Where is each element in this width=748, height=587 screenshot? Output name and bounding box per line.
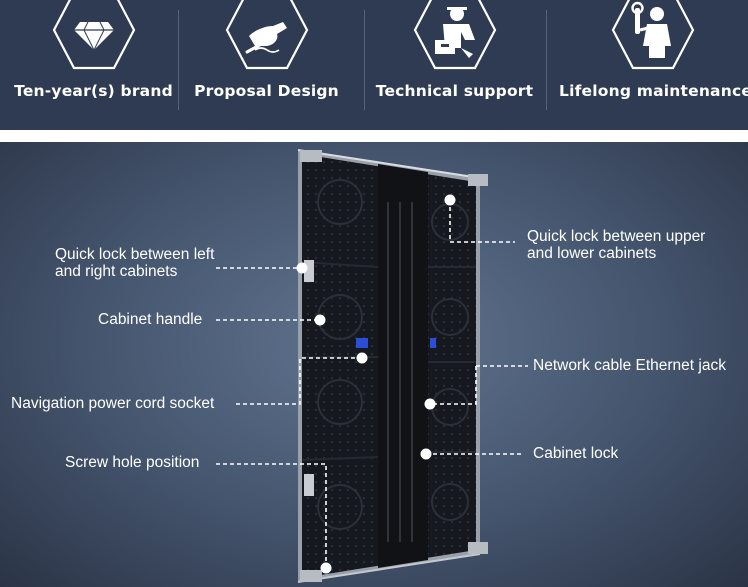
feature-lifelong-maintenance: Lifelong maintenance bbox=[559, 0, 748, 130]
callout-text: Network cable Ethernet jack bbox=[533, 357, 726, 374]
divider bbox=[364, 10, 365, 110]
divider bbox=[546, 10, 547, 110]
hand-writing-icon bbox=[225, 0, 308, 70]
callout-text: Navigation power cord socket bbox=[11, 395, 215, 412]
separator bbox=[0, 130, 748, 142]
feature-technical-support: Technical support bbox=[361, 0, 548, 130]
technician-icon bbox=[413, 0, 496, 70]
divider bbox=[178, 10, 179, 110]
callout-cabinet-lock: Cabinet lock bbox=[533, 445, 618, 462]
feature-label: Technical support bbox=[375, 82, 534, 100]
led-cabinet-image bbox=[216, 149, 528, 583]
feature-proposal-design: Proposal Design bbox=[173, 0, 360, 130]
callout-text: Quick lock between left bbox=[55, 246, 215, 263]
cabinet-diagram-panel: Quick lock between left and right cabine… bbox=[0, 142, 748, 587]
callout-text: Cabinet lock bbox=[533, 445, 619, 462]
callout-screw-hole-position: Screw hole position bbox=[65, 454, 199, 471]
callout-text: Screw hole position bbox=[65, 454, 200, 471]
callout-text: and lower cabinets bbox=[527, 245, 657, 262]
callout-text: Cabinet handle bbox=[98, 311, 203, 328]
feature-banner: Ten-year(s) brand Proposal Design Techni… bbox=[0, 0, 748, 130]
callout-quick-lock-left-right: Quick lock between left and right cabine… bbox=[55, 246, 214, 280]
feature-label: Ten-year(s) brand bbox=[14, 82, 173, 100]
callout-cabinet-handle: Cabinet handle bbox=[98, 311, 202, 328]
feature-label: Lifelong maintenance bbox=[559, 82, 748, 100]
feature-ten-year-brand: Ten-year(s) brand bbox=[0, 0, 187, 130]
callout-power-cord-socket: Navigation power cord socket bbox=[11, 395, 214, 412]
callout-quick-lock-upper-lower: Quick lock between upper and lower cabin… bbox=[527, 228, 705, 262]
callout-network-cable-jack: Network cable Ethernet jack bbox=[533, 357, 726, 374]
diamond-icon bbox=[52, 0, 135, 70]
repairman-icon bbox=[611, 0, 694, 70]
feature-label: Proposal Design bbox=[194, 82, 339, 100]
callout-text: and right cabinets bbox=[55, 263, 178, 280]
callout-text: Quick lock between upper bbox=[527, 228, 706, 245]
